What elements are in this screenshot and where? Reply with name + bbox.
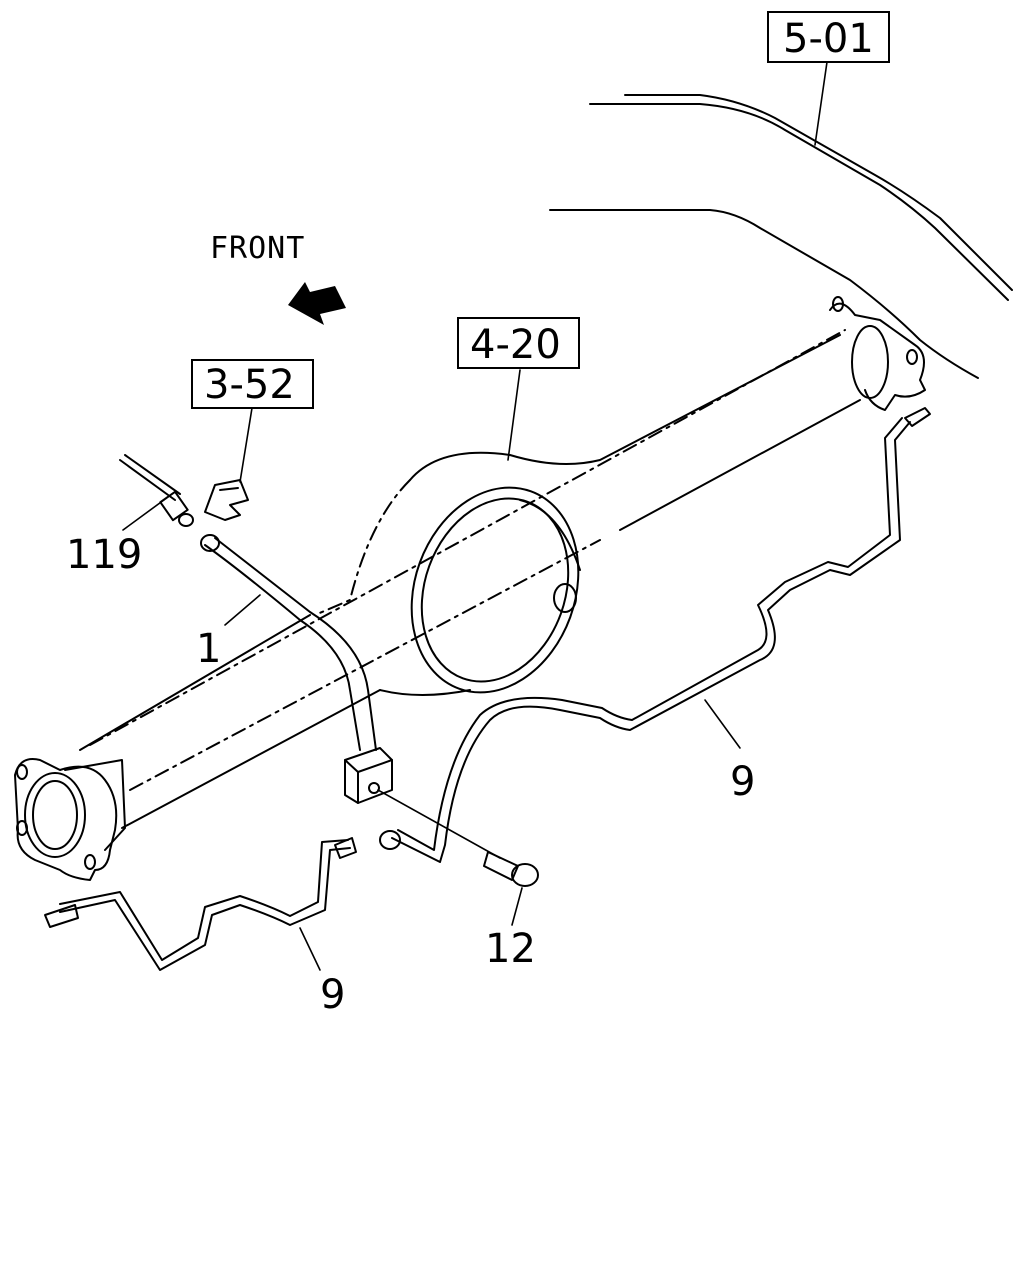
part-number-9-right: 9: [730, 759, 755, 805]
rear-axle-housing: [14, 296, 926, 881]
front-arrow-icon: [288, 282, 346, 325]
part-number-12: 12: [485, 926, 536, 972]
breather-part-119: [119, 454, 194, 527]
brake-pipe-left-part-9: [44, 837, 357, 971]
part-number-119: 119: [66, 532, 142, 578]
front-direction-arrow: [288, 282, 346, 325]
front-label: FRONT: [210, 231, 305, 266]
part-number-1: 1: [196, 626, 221, 672]
brake-pipe-right-part-9: [379, 407, 931, 863]
ref-label-3-52: 3-52: [204, 362, 295, 408]
frame-outline: [549, 94, 1013, 379]
leader-lines: [122, 61, 828, 971]
part-number-9-left: 9: [320, 972, 345, 1018]
ref-label-5-01: 5-01: [783, 16, 874, 62]
bolt-part-12: [377, 789, 539, 887]
ref-box-4-20: 4-20: [457, 317, 580, 369]
ref-box-3-52: 3-52: [191, 359, 314, 409]
clip-part: [204, 479, 249, 521]
ref-label-4-20: 4-20: [470, 322, 561, 368]
brake-hose-part-1: [200, 534, 393, 804]
ref-box-5-01: 5-01: [767, 11, 890, 63]
